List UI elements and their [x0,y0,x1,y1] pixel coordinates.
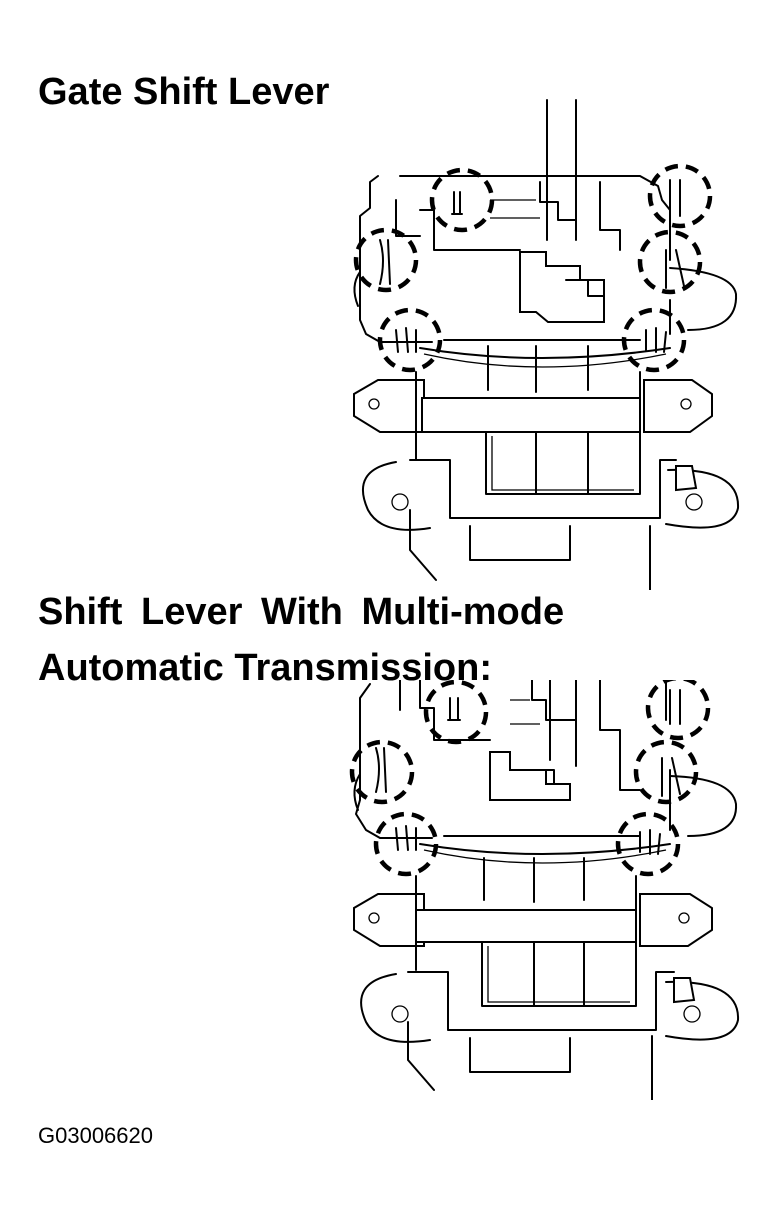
rail-curve [419,843,671,855]
clip-callout-mid-left [349,739,415,805]
left-side-lobe [353,271,361,307]
right-mounting-tab [643,379,713,433]
upper-housing-outline [355,683,641,839]
shift-lever-rod [549,680,577,767]
left-mounting-tab [353,379,425,433]
lower-housing-box [485,431,641,495]
multi-mode-heading-line-2: Automatic Transmission: [38,647,492,689]
figure-code: G03006620 [38,1123,153,1148]
clip-callout-mid-right [633,739,699,805]
multi-mode-shift-lever-illustration [349,680,740,1100]
clip-callout-lower-left [373,811,439,877]
shift-lever-rod [546,99,577,241]
detent-plate [415,909,637,943]
clip-callout-mid-right [637,229,703,295]
clip-callout-lower-left [377,307,443,373]
rail-curve [419,347,671,359]
clip-callout-lower-right [621,307,687,373]
lower-housing-box [481,941,637,1007]
multi-mode-heading-line-1: Shift Lever With Multi-mode [38,591,565,633]
position-ticks [487,345,589,393]
clip-callout-top-left [423,680,489,745]
position-ticks [483,857,585,903]
clip-callout-lower-right [615,811,681,877]
clip-callout-top-right [645,680,711,741]
lower-right-bracket [665,468,740,529]
detent-plate [421,397,641,433]
right-mounting-tab [639,893,713,947]
left-mounting-tab [353,893,425,947]
right-side-lobe [669,775,738,837]
clip-callout-top-right [647,163,713,229]
clip-callout-top-left [429,167,495,233]
left-side-lobe [353,773,361,811]
gate-shift-lever-illustration [353,99,740,590]
gate-shift-lever-heading: Gate Shift Lever [38,71,330,113]
lever-base-bracket [489,751,571,801]
lower-left-bracket [362,461,431,531]
upper-housing-outline [359,175,641,343]
lower-right-bracket [665,980,740,1041]
clip-callout-mid-left [353,227,419,293]
lever-base-bracket [519,251,605,323]
right-side-lobe [669,267,738,331]
lower-left-bracket [360,973,431,1043]
